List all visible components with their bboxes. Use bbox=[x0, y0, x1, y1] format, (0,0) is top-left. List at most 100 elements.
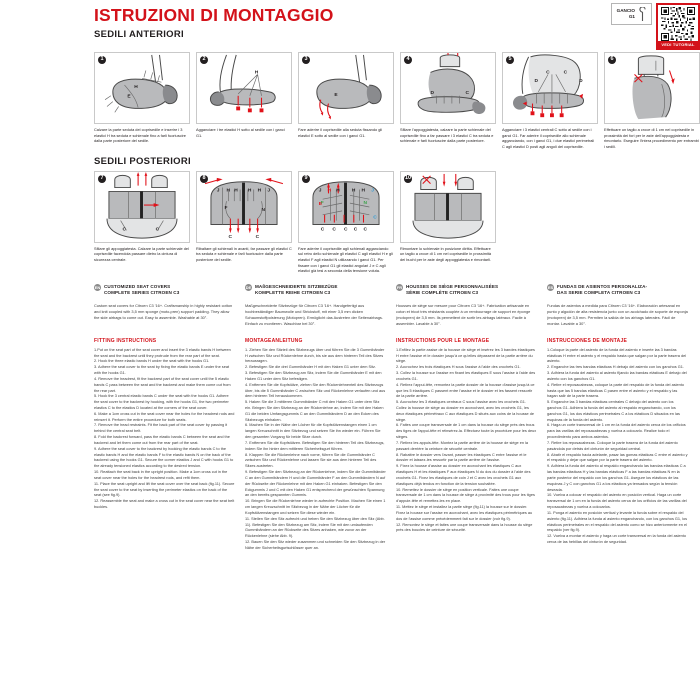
step-3-figure: 3 E bbox=[298, 52, 394, 124]
step-8-figure: 8 bbox=[196, 170, 292, 243]
flag-es-icon: ES bbox=[547, 284, 554, 292]
lang-body-fr: Housses de siège sur mesure pour Citroen… bbox=[396, 303, 531, 326]
fitting-instructions-row: FITTING INSTRUCTIONS 1.Put on the seat p… bbox=[94, 338, 700, 552]
product-description-row: EN CUSTOMIZED SEAT COVERS COMPLETE SERIE… bbox=[94, 284, 700, 327]
svg-text:J: J bbox=[371, 187, 374, 193]
front-seat-steps: 1 H E Calzare la parte s bbox=[94, 52, 700, 150]
step-2-badge: 2 bbox=[200, 56, 208, 64]
page-subtitle: SEDILI ANTERIORI bbox=[94, 28, 184, 40]
lang-title-de: MAßGESCHNEIDERTE SITZBEZÜGE KOMPLETTE RE… bbox=[255, 283, 338, 296]
step-6-caption: Effettuare un taglio a croce di 1 cm nel… bbox=[604, 127, 699, 149]
page-header: ISTRUZIONI DI MONTAGGIO SEDILI ANTERIORI… bbox=[94, 0, 700, 52]
qr-tutorial-block[interactable]: VEDI TUTORIAL bbox=[656, 3, 700, 50]
step-10-figure: 10 bbox=[400, 170, 496, 243]
step-2: 2 bbox=[196, 52, 292, 150]
svg-text:H: H bbox=[362, 187, 366, 193]
svg-text:H: H bbox=[134, 84, 138, 90]
instructions-en: FITTING INSTRUCTIONS 1.Put on the seat p… bbox=[94, 338, 235, 552]
step-8: 8 bbox=[196, 170, 292, 274]
step-9-badge: 9 bbox=[302, 174, 310, 183]
step-1-figure: 1 H E bbox=[94, 52, 190, 124]
header-right-group: GANCIO G1 bbox=[610, 3, 700, 50]
instructions-body-de: 1. Ziehen Sie den Sitzteil des Sitzbezug… bbox=[245, 347, 386, 550]
step-5-caption: Agganciare i 3 elastici centrali C sotto… bbox=[502, 127, 595, 149]
svg-text:J: J bbox=[319, 187, 322, 193]
lang-header-es: ES FUNDAS DE ASIENTOS PERSONALIZA- DAS S… bbox=[547, 284, 688, 296]
lang-header-fr: FR HOUSSES DE SIÈGE PERSONNALISÉES SÉRIE… bbox=[396, 284, 537, 296]
svg-text:N: N bbox=[364, 200, 368, 206]
svg-text:C: C bbox=[256, 234, 260, 240]
lang-block-es: ES FUNDAS DE ASIENTOS PERSONALIZA- DAS S… bbox=[547, 284, 688, 327]
step-3-badge: 3 bbox=[302, 56, 310, 64]
svg-text:C: C bbox=[344, 226, 348, 232]
gancio-legend: GANCIO G1 bbox=[610, 3, 652, 25]
step-4-caption: Sfilare l'appoggiatesta, calzare la part… bbox=[400, 127, 494, 144]
step-7-caption: Sfilare gli appoggiatesta. Calzare la pa… bbox=[94, 245, 189, 262]
step-6-badge: 6 bbox=[608, 56, 616, 64]
instructions-body-fr: 1.Enfilez la partie assise de la housse … bbox=[396, 347, 537, 533]
svg-text:F: F bbox=[225, 205, 228, 211]
step-2-caption: Agganciare i tre elastici H sotto al sed… bbox=[196, 127, 285, 138]
step-1-caption: Calzare la parte seduta del coprisedile … bbox=[94, 127, 186, 144]
lang-body-de: Maßgeschneiderte Sitzbezüge für Citroen … bbox=[245, 303, 383, 326]
svg-text:D: D bbox=[579, 78, 583, 84]
svg-text:C: C bbox=[228, 234, 232, 240]
svg-text:H: H bbox=[248, 187, 252, 193]
step-5: 5 bbox=[502, 52, 598, 150]
step-3: 3 E Fare bbox=[298, 52, 394, 150]
flag-en-icon: EN bbox=[94, 284, 101, 292]
rear-section-title: SEDILI POSTERIORI bbox=[94, 155, 191, 167]
svg-text:H: H bbox=[352, 187, 356, 193]
instructions-title-en: FITTING INSTRUCTIONS bbox=[94, 337, 157, 344]
lang-block-fr: FR HOUSSES DE SIÈGE PERSONNALISÉES SÉRIE… bbox=[396, 284, 537, 327]
svg-text:C: C bbox=[354, 226, 358, 232]
svg-text:D: D bbox=[534, 78, 538, 84]
step-3-caption: Fare aderire il coprisedile alla seduta … bbox=[298, 127, 383, 138]
svg-text:F: F bbox=[321, 200, 324, 206]
qr-code-icon[interactable] bbox=[661, 7, 695, 41]
instructions-de: MONTAGEANLEITUNG 1. Ziehen Sie den Sitzt… bbox=[245, 338, 386, 552]
step-1-badge: 1 bbox=[98, 56, 106, 64]
svg-text:C: C bbox=[466, 90, 470, 96]
svg-text:C: C bbox=[332, 226, 336, 232]
flag-fr-icon: FR bbox=[396, 284, 403, 292]
svg-text:J: J bbox=[267, 187, 270, 193]
svg-text:H: H bbox=[255, 69, 259, 75]
step-4-badge: 4 bbox=[404, 56, 412, 64]
step-9: 9 bbox=[298, 170, 394, 274]
qr-caption: VEDI TUTORIAL bbox=[658, 41, 698, 48]
svg-text:H: H bbox=[234, 187, 238, 193]
step-9-caption: Fare aderire il coprisedile agli schiena… bbox=[298, 245, 393, 274]
step-5-figure: 5 bbox=[502, 52, 598, 124]
lang-block-de: DE MAßGESCHNEIDERTE SITZBEZÜGE KOMPLETTE… bbox=[245, 284, 386, 327]
step-7-badge: 7 bbox=[98, 174, 106, 183]
svg-text:H: H bbox=[227, 187, 231, 193]
svg-text:C: C bbox=[564, 69, 568, 75]
step-6-figure: 6 bbox=[604, 52, 700, 124]
step-6: 6 Effettuare un taglio a croce di bbox=[604, 52, 700, 150]
svg-text:C: C bbox=[156, 226, 160, 232]
content-area: ISTRUZIONI DI MONTAGGIO SEDILI ANTERIORI… bbox=[94, 0, 700, 700]
step-2-figure: 2 bbox=[196, 52, 292, 124]
lang-block-en: EN CUSTOMIZED SEAT COVERS COMPLETE SERIE… bbox=[94, 284, 235, 327]
svg-text:D: D bbox=[431, 90, 435, 96]
step-9-figure: 9 bbox=[298, 170, 394, 243]
instructions-fr: INSTRUCTIONS POUR LE MONTAGE 1.Enfilez l… bbox=[396, 338, 537, 552]
step-7-figure: 7 C C bbox=[94, 170, 190, 243]
instructions-title-fr: INSTRUCTIONS POUR LE MONTAGE bbox=[396, 337, 490, 344]
instructions-body-es: 1.Coloque la parte del asiento de la fun… bbox=[547, 347, 688, 545]
svg-text:J: J bbox=[217, 187, 220, 193]
step-10: 10 bbox=[400, 170, 496, 274]
svg-text:C: C bbox=[373, 214, 377, 220]
instructions-es: INSTRUCCIONES DE MONTAJE 1.Coloque la pa… bbox=[547, 338, 688, 552]
svg-text:H: H bbox=[336, 187, 340, 193]
svg-text:C: C bbox=[321, 226, 325, 232]
lang-body-en: Custom seat covers for Citroen C3 '16+. … bbox=[94, 303, 233, 320]
svg-text:N: N bbox=[262, 207, 266, 213]
instructions-title-es: INSTRUCCIONES DE MONTAJE bbox=[547, 337, 627, 344]
instructions-body-en: 1.Put on the seat part of the seat cover… bbox=[94, 347, 235, 510]
step-10-badge: 10 bbox=[404, 174, 412, 183]
gancio-label: GANCIO bbox=[616, 8, 635, 14]
instructions-title-de: MONTAGEANLEITUNG bbox=[245, 337, 303, 344]
